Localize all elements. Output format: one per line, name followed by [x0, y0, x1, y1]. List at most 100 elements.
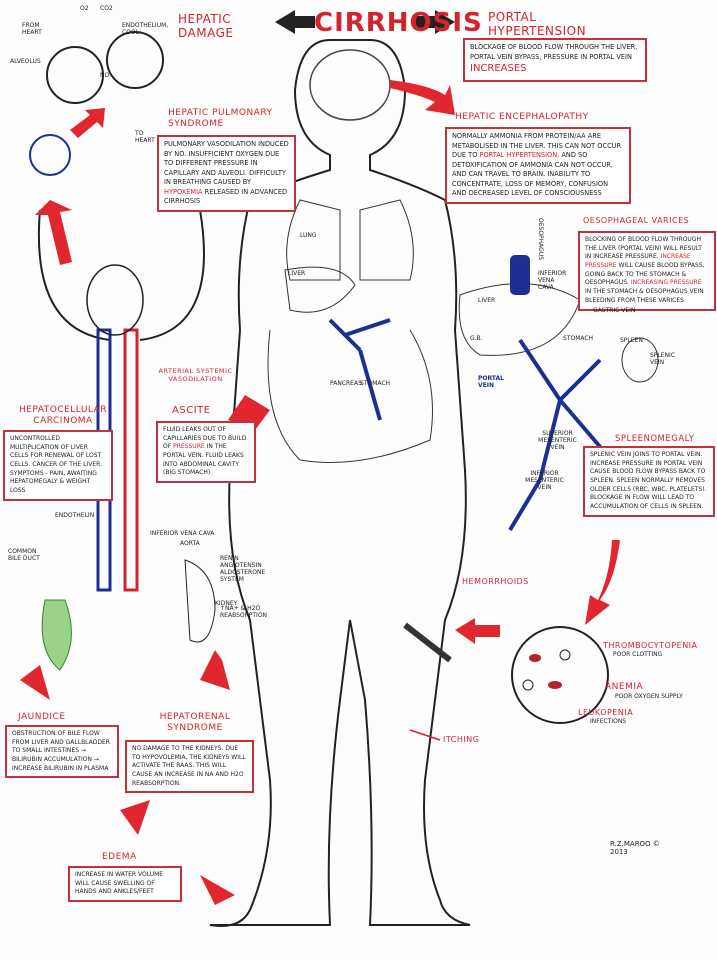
hcc-text: UNCONTROLLED MULTIPLICATION OF LIVER CEL…	[10, 435, 102, 495]
portal-hypertension-emphasis: PORTAL HYPERTENSION,	[479, 151, 560, 160]
hcc-box: UNCONTROLLED MULTIPLICATION OF LIVER CEL…	[3, 430, 113, 501]
co2-label: CO2	[100, 5, 113, 12]
hepatorenal-box: NO DAMAGE TO THE KIDNEYS. DUE TO HYPOVOL…	[125, 740, 254, 794]
jaundice-box: OBSTRUCTION OF BILE FLOW FROM LIVER AND …	[5, 725, 119, 779]
no-label: NO	[100, 72, 110, 79]
ascites-text: FLUID LEAKS OUT OF CAPILLARIES DUE TO BU…	[163, 426, 247, 451]
spleen-label: SPLEEN	[620, 337, 643, 344]
hcc-heading: HEPATOCELLULAR CARCINOMA	[18, 405, 108, 426]
ivc-left-label: INFERIOR VENA CAVA	[150, 530, 215, 537]
splenomegaly-text: SPLENIC VEIN JOINS TO PORTAL VEIN. INCRE…	[590, 451, 707, 511]
gallbladder	[41, 599, 72, 671]
encephalopathy-box: NORMALLY AMMONIA FROM PROTEIN/AA ARE MET…	[445, 127, 631, 204]
endothelin-label: ENDOTHELIN	[55, 512, 95, 519]
aorta	[123, 328, 139, 592]
thrombocytopenia: THROMBOCYTOPENIA POOR CLOTTING	[603, 641, 698, 658]
liver-detail-label: LIVER	[478, 297, 496, 304]
ivc-detail	[510, 255, 530, 295]
anemia-heading: ANEMIA	[605, 682, 644, 692]
gastric-vein-label: GASTRIC VEIN	[593, 307, 636, 314]
pressure-emphasis: PRESSURE	[173, 443, 205, 451]
portal-hypertension-heading: PORTAL HYPERTENSION	[488, 10, 587, 39]
varices-box: BLOCKING OF BLOOD FLOW THROUGH THE LIVER…	[578, 231, 716, 311]
leukopenia-sub: INFECTIONS	[590, 717, 627, 725]
thrombocytopenia-heading: THROMBOCYTOPENIA	[603, 641, 698, 650]
aorta-label: AORTA	[180, 540, 200, 547]
red-arrows	[20, 80, 620, 905]
alveolus-label: ALVEOLUS	[10, 58, 41, 65]
portal-veins-detail	[508, 338, 622, 532]
raas-label: RENIN ANGIOTENSIN ALDOSTERONE SYSTEM	[220, 555, 266, 583]
intestines	[267, 329, 433, 463]
lung-label: LUNG	[300, 232, 317, 239]
ascites-text2: IN THE PORTAL VEIN. FLUID LEAKS INTO ABD…	[163, 443, 244, 477]
oesophagus-label: OESOPHAGUS	[537, 218, 544, 261]
stomach-label: STOMACH	[360, 380, 391, 387]
itching-label: ITCHING	[443, 735, 480, 744]
varices-emphasis2: INCREASING PRESSURE	[630, 279, 702, 287]
red-blood-cell	[548, 681, 562, 689]
leukopenia: LEUKOPENIA INFECTIONS	[578, 708, 633, 725]
hepatorenal-heading: HEPATORENAL SYNDROME	[159, 712, 231, 733]
portal-hypertension-text: BLOCKAGE OF BLOOD FLOW THROUGH THE LIVER…	[470, 43, 638, 61]
increases-emphasis: INCREASES	[470, 63, 527, 75]
spleen-detail	[621, 337, 659, 383]
ascites-box: FLUID LEAKS OUT OF CAPILLARIES DUE TO BU…	[156, 421, 256, 484]
edema-heading: EDEMA	[102, 852, 137, 862]
body-outline	[209, 39, 471, 927]
jaundice-heading: JAUNDICE	[18, 712, 66, 722]
varices-text3: IN THE STOMACH & OESOPHAGUS VEIN BLEEDIN…	[585, 288, 704, 304]
red-blood-cell	[529, 654, 541, 662]
hepatopulmonary-heading: HEPATIC PULMONARY SYNDROME	[168, 108, 273, 129]
ascites-heading: ASCITE	[172, 405, 211, 416]
hypoxemia-emphasis: HYPOXEMIA	[164, 187, 203, 196]
page-title: CIRRHOSIS	[314, 8, 483, 38]
hepatopulmonary-text: PULMONARY VASODILATION INDUCED BY NO. IN…	[164, 140, 289, 187]
hepatopulmonary-box: PULMONARY VASODILATION INDUCED BY NO. IN…	[157, 135, 296, 212]
leukopenia-heading: LEUKOPENIA	[578, 708, 634, 717]
edema-box: INCREASE IN WATER VOLUME WILL CAUSE SWEL…	[68, 866, 182, 903]
gb-label: G.B.	[470, 335, 483, 342]
encephalopathy-text2: AND SO DETOXIFICATION OF AMMONIA CAN NOT…	[452, 151, 613, 198]
bile-duct-label: COMMON BILE DUCT	[8, 548, 40, 562]
white-blood-cell	[522, 679, 534, 691]
signature: R.Z.MAROO © 2013	[610, 840, 660, 856]
kidney-label: KIDNEY	[215, 600, 238, 607]
hepatorenal-text: NO DAMAGE TO THE KIDNEYS. DUE TO HYPOVOL…	[132, 745, 246, 787]
itching-line	[409, 729, 441, 741]
kidney-right	[184, 559, 216, 643]
portal-vein-label: PORTAL VEIN	[478, 375, 504, 389]
splenic-vein-label: SPLENIC VEIN	[650, 352, 676, 366]
liver-label: LIVER	[288, 270, 306, 277]
to-heart-label: TO HEART	[135, 130, 155, 144]
hepatopulmonary-text2: RELEASED IN ADVANCED CIRRHOSIS	[164, 187, 288, 206]
liver-shape	[284, 266, 356, 313]
varices-emphasis: INCREASE PRESSURE	[585, 253, 691, 270]
anemia: ANEMIA POOR OXYGEN SUPPLY	[605, 682, 683, 700]
anemia-sub: POOR OXYGEN SUPPLY	[615, 692, 683, 700]
white-blood-cell	[559, 649, 571, 661]
portal-vein-body	[328, 318, 391, 421]
brain	[309, 49, 391, 121]
blood-smear	[511, 626, 609, 724]
arrow-left	[275, 10, 315, 34]
encephalopathy-heading: HEPATIC ENCEPHALOPATHY	[455, 112, 589, 122]
encephalopathy-text: NORMALLY AMMONIA FROM PROTEIN/AA ARE MET…	[452, 132, 622, 160]
stomach-detail-label: STOMACH	[563, 335, 594, 342]
alveolar-sac	[29, 134, 71, 176]
portal-hypertension-box: BLOCKAGE OF BLOOD FLOW THROUGH THE LIVER…	[463, 38, 647, 82]
alveolus-left	[46, 46, 104, 104]
alveolus-right	[106, 31, 164, 89]
na-h2o-label: ↑Na+ & H2O REABSORPTION	[220, 605, 268, 619]
varices-text2: WILL CAUSE BLOOD BYPASS, GOING BACK TO T…	[585, 262, 705, 287]
syringe	[403, 622, 452, 663]
thrombocytopenia-sub: POOR CLOTTING	[613, 650, 663, 658]
inf-mesenteric-label: INFERIOR MESENTERIC VEIN	[525, 470, 564, 491]
chest-outline	[37, 209, 205, 341]
heart	[86, 264, 144, 336]
sup-mesenteric-label: SUPERIOR MESENTERIC VEIN	[538, 430, 577, 451]
ivc-label: INFERIOR VENA CAVA	[538, 270, 567, 291]
edema-text: INCREASE IN WATER VOLUME WILL CAUSE SWEL…	[75, 871, 164, 896]
